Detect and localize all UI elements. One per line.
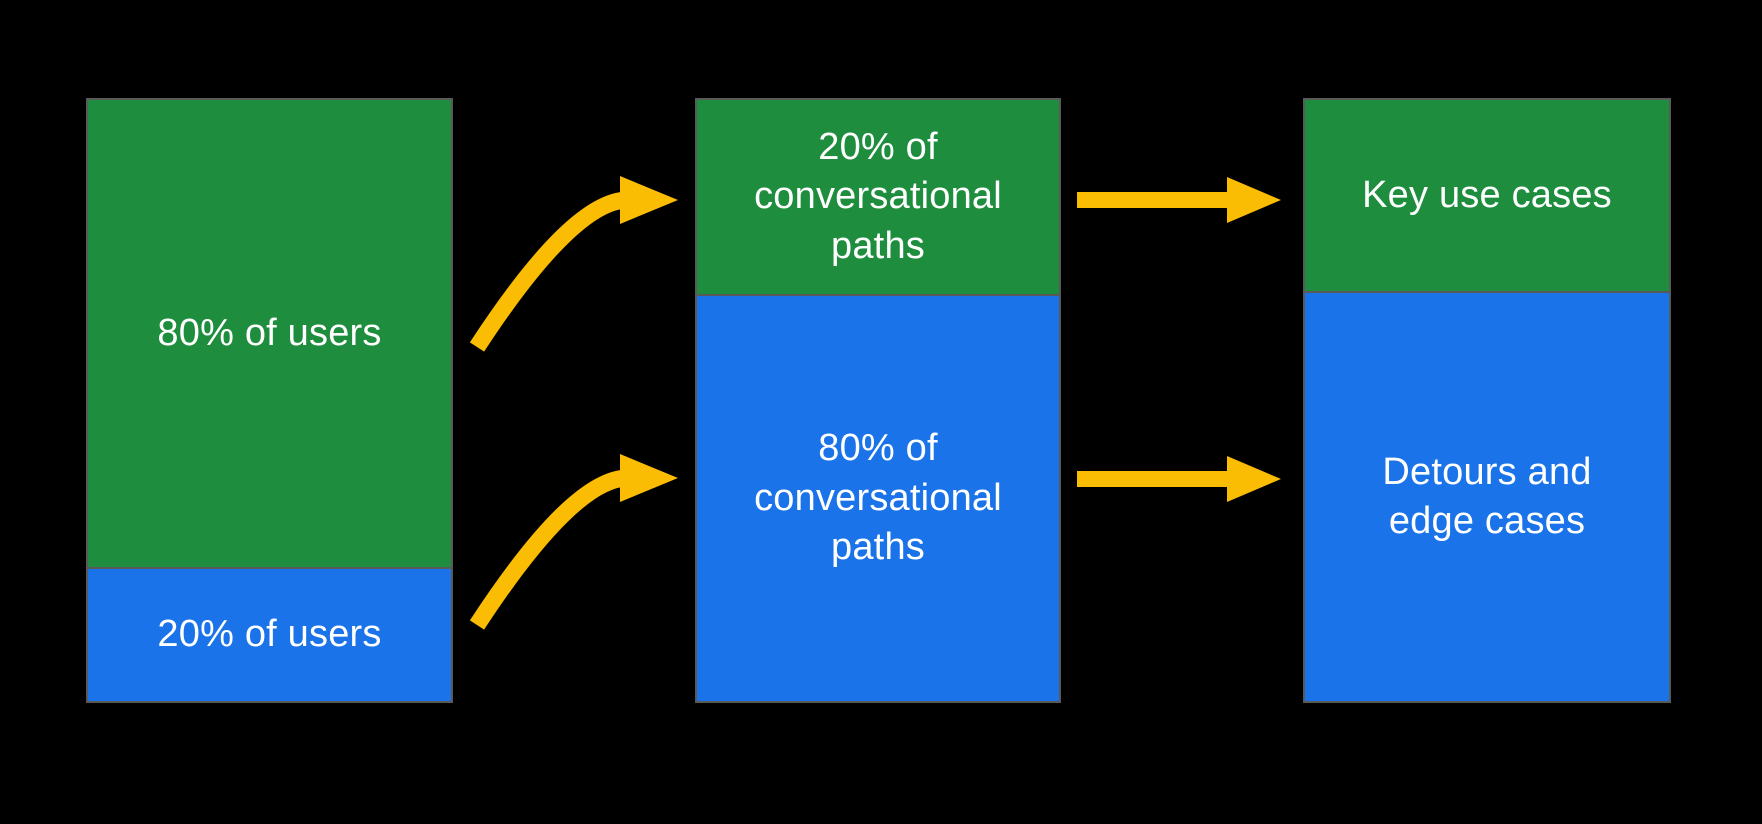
segment-users-80-label: 80% of users <box>157 311 382 354</box>
segment-detours-edge-cases-label: Detours and edge cases <box>1382 450 1592 542</box>
straight-arrow-top-icon <box>1077 177 1281 223</box>
segment-key-use-cases: Key use cases <box>1305 100 1669 291</box>
segment-paths-80-label: 80% of conversational paths <box>754 427 1002 569</box>
segment-users-80: 80% of users <box>88 100 451 567</box>
straight-arrow-bottom-icon <box>1077 456 1281 502</box>
segment-paths-20-label: 20% of conversational paths <box>754 125 1002 267</box>
segment-users-20: 20% of users <box>88 567 451 701</box>
segment-paths-80: 80% of conversational paths <box>697 294 1059 701</box>
segment-detours-edge-cases: Detours and edge cases <box>1305 291 1669 701</box>
column-conversational-paths: 20% of conversational paths 80% of conve… <box>695 98 1061 703</box>
segment-paths-20: 20% of conversational paths <box>697 100 1059 294</box>
segment-key-use-cases-label: Key use cases <box>1362 173 1612 216</box>
column-outcomes: Key use cases Detours and edge cases <box>1303 98 1671 703</box>
curved-arrow-top-icon <box>469 176 678 352</box>
segment-users-20-label: 20% of users <box>157 613 382 656</box>
column-users: 80% of users 20% of users <box>86 98 453 703</box>
curved-arrow-bottom-icon <box>469 454 678 630</box>
